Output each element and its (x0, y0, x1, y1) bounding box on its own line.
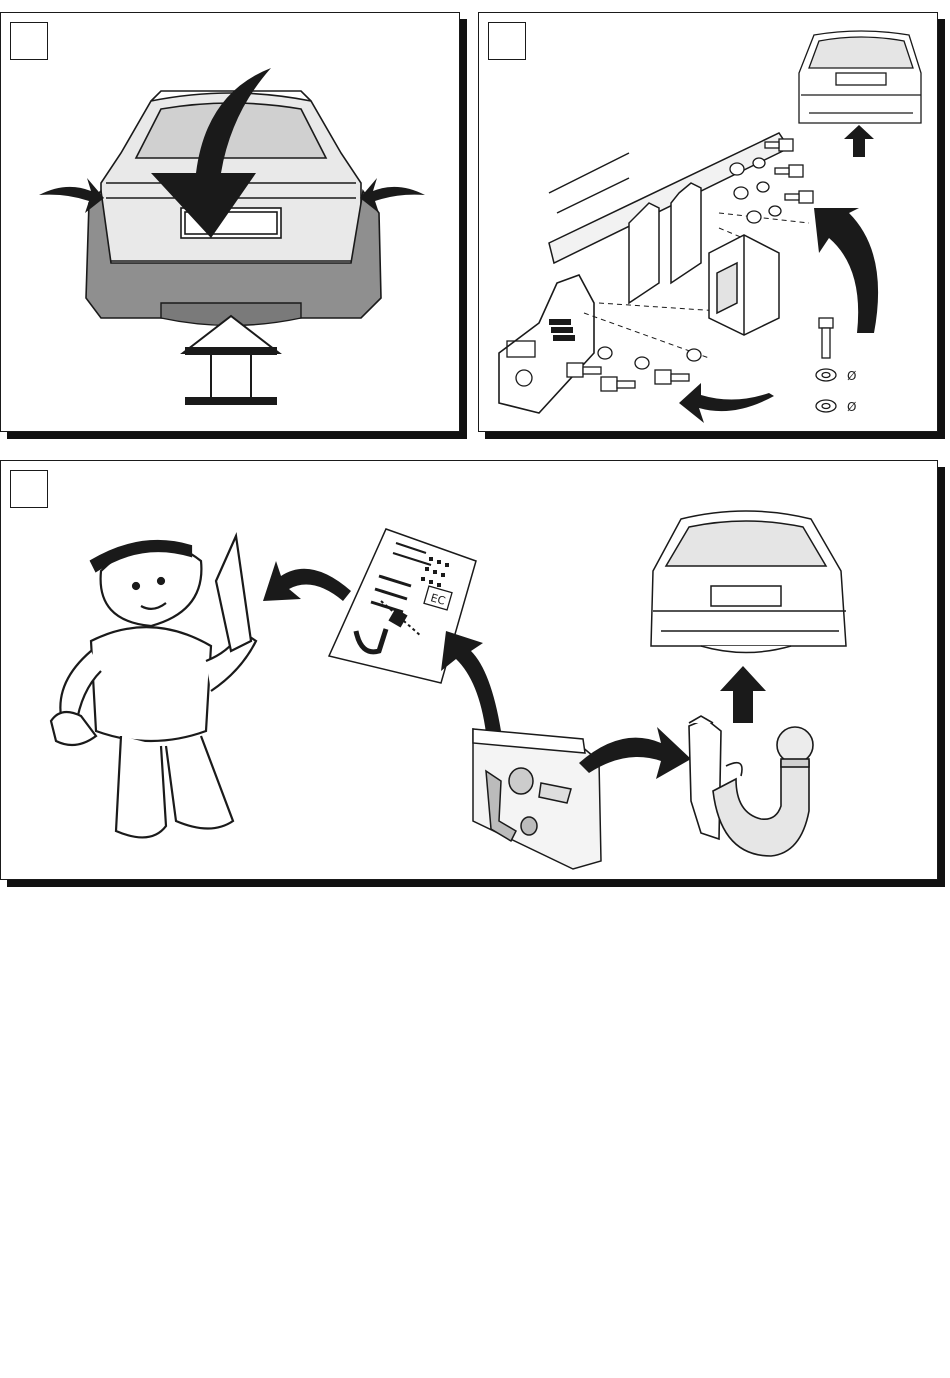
panel-2-illustration: Ø Ø (479, 13, 938, 432)
washer-icon (598, 347, 701, 369)
up-arrow-icon (720, 666, 766, 723)
panel-1-illustration (1, 13, 460, 432)
parts-legend (816, 318, 836, 412)
panel-3-illustration: EC (1, 461, 938, 880)
curved-arrow-icon (263, 561, 351, 601)
receiver-block (709, 235, 779, 335)
bolt-icon (765, 139, 813, 203)
panel-1 (0, 12, 460, 432)
washer-diameter-label: Ø (847, 400, 856, 414)
washer-icon (730, 158, 781, 223)
panel-3: EC (0, 460, 938, 880)
curved-arrow-icon (441, 631, 501, 733)
up-arrow-icon (183, 316, 279, 405)
car-rear-illustration (651, 511, 846, 653)
car-rear-small (799, 31, 921, 123)
bolt-icon (567, 363, 689, 391)
mounting-plate (499, 275, 594, 413)
mechanic-figure (51, 536, 256, 837)
kit-bag-icon (473, 729, 601, 869)
up-arrow-icon (844, 125, 874, 157)
curved-arrow-icon (814, 208, 878, 333)
tow-ball-icon (689, 716, 813, 856)
panel-2: Ø Ø (478, 12, 938, 432)
curved-arrow-icon (679, 383, 774, 423)
washer-diameter-label: Ø (847, 369, 856, 383)
